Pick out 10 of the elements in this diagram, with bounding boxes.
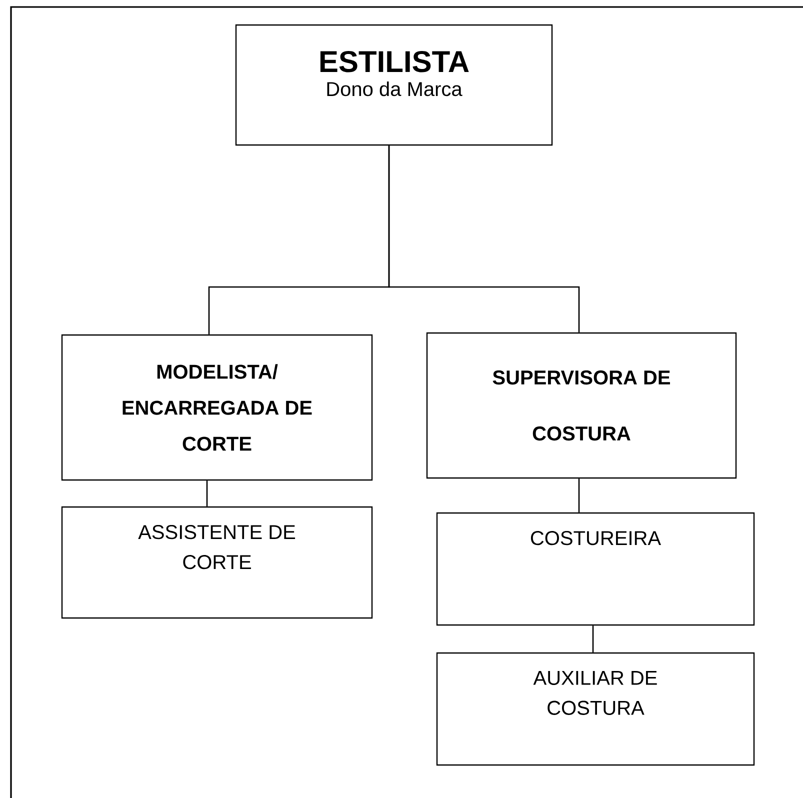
org-box: SUPERVISORA DE COSTURA bbox=[426, 332, 737, 479]
connector-line bbox=[578, 478, 580, 512]
org-box: MODELISTA/ ENCARREGADA DE CORTE bbox=[61, 334, 373, 481]
org-box: COSTUREIRA bbox=[436, 512, 755, 626]
connector-line bbox=[206, 480, 208, 506]
org-box: AUXILIAR DE COSTURA bbox=[436, 652, 755, 766]
connector-line bbox=[592, 626, 594, 652]
org-box: ASSISTENTE DE CORTE bbox=[61, 506, 373, 619]
org-box: ESTILISTA Dono da Marca bbox=[235, 24, 553, 146]
connector-line bbox=[388, 146, 580, 332]
